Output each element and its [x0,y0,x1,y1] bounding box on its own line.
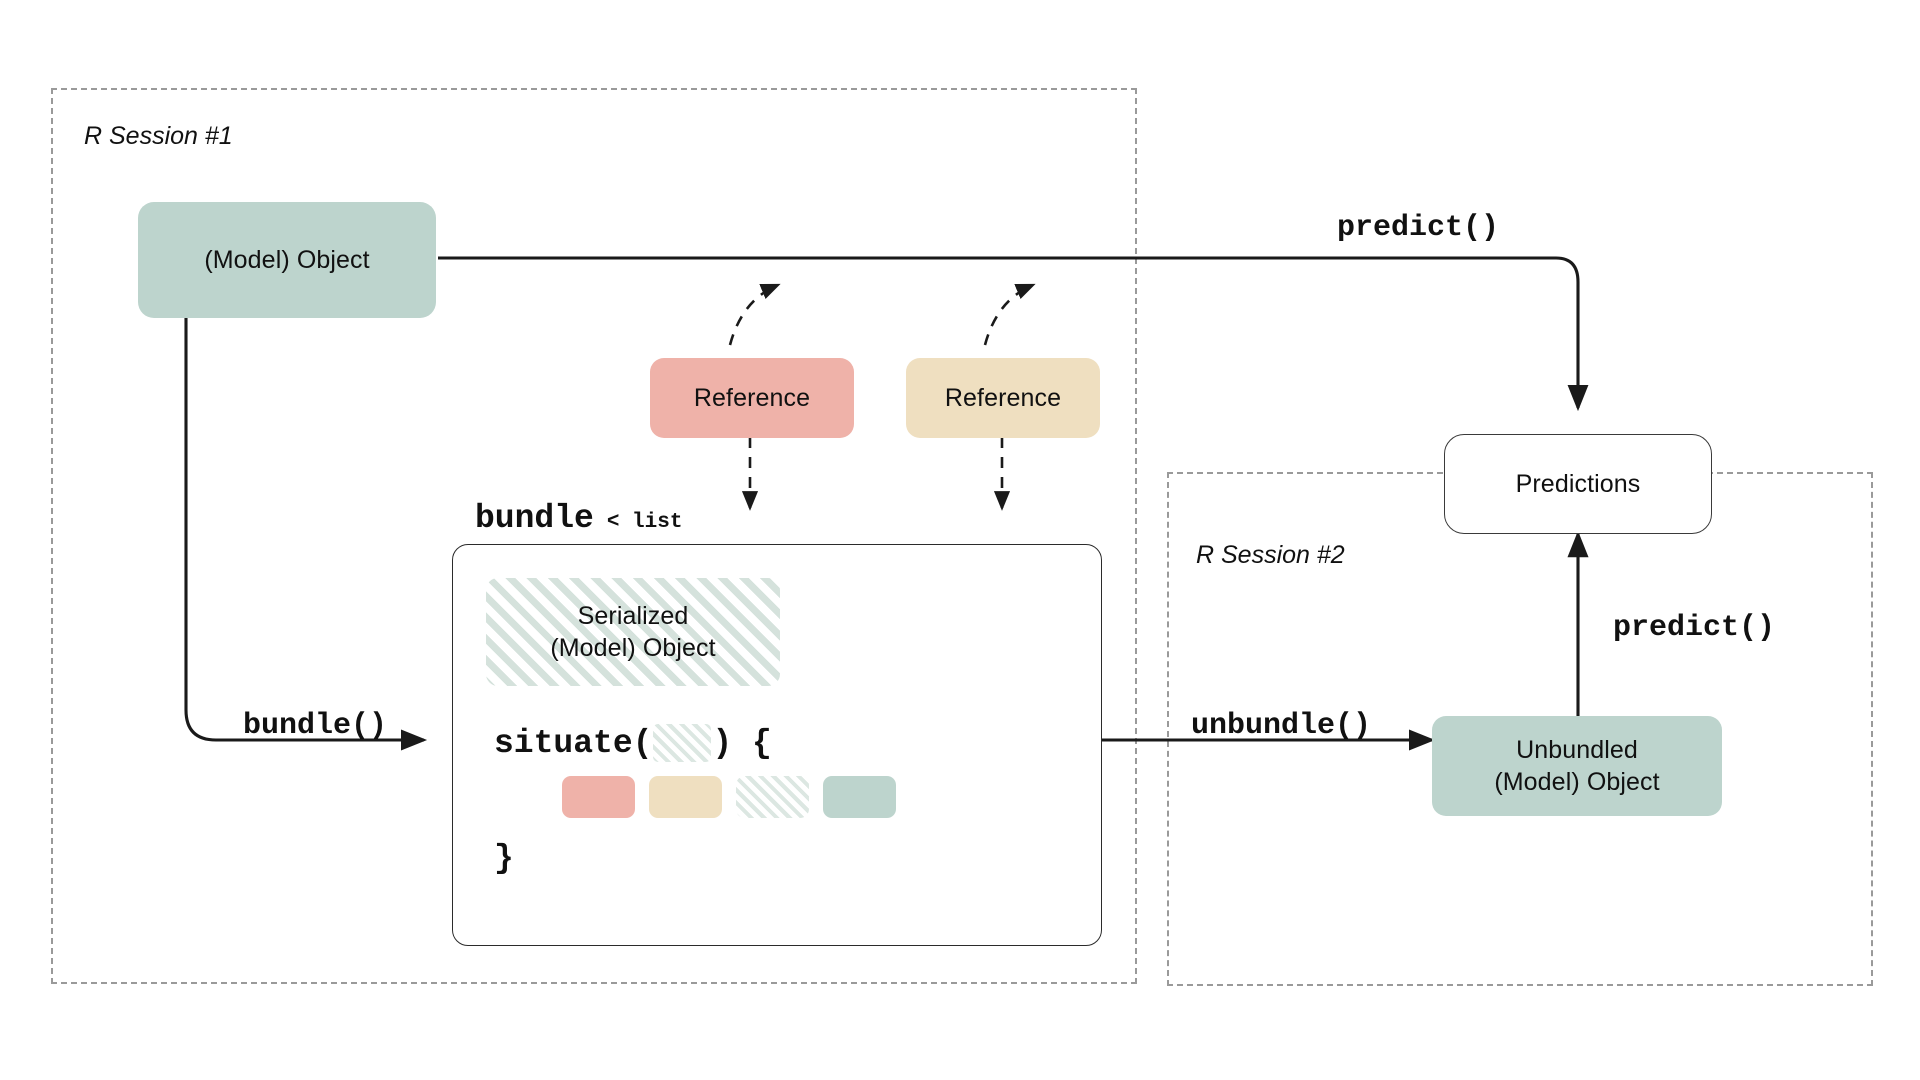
bundle-header-name: bundle [475,500,594,537]
node-serialized-object-line2: (Model) Object [550,634,716,662]
situate-chip-4[interactable] [823,776,896,818]
situate-chip-2[interactable] [649,776,722,818]
situate-argument-placeholder [653,724,712,762]
edge-bundle [184,318,428,751]
edge-label-predict-session2: predict() [1613,611,1776,645]
node-unbundled-object-line1: Unbundled [1516,736,1638,764]
node-reference-2[interactable]: Reference [906,358,1100,438]
bundle-header-suffix: < list [606,511,683,534]
node-predictions-label: Predictions [1515,470,1641,498]
node-reference-2-label: Reference [944,384,1062,412]
node-model-object[interactable]: (Model) Object [138,202,436,318]
node-reference-1-label: Reference [693,384,811,412]
node-serialized-object-line1: Serialized [577,602,689,630]
node-unbundled-object-line2: (Model) Object [1494,768,1660,796]
edge-label-bundle: bundle() [243,709,388,743]
edge-label-unbundle: unbundle() [1191,709,1372,743]
situate-close-brace: } [494,840,514,877]
edge-predict-session1 [438,256,1589,412]
node-reference-1[interactable]: Reference [650,358,854,438]
session-container-1 [51,88,1137,984]
session-1-title: R Session #1 [84,122,233,150]
situate-signature: situate( ) { [494,724,772,762]
node-serialized-object[interactable]: Serialized (Model) Object [486,578,780,686]
situate-chip-1[interactable] [562,776,635,818]
situate-suffix: ) { [712,724,772,762]
edge-ref1-into-model [728,283,781,346]
node-model-object-label: (Model) Object [204,246,370,274]
node-unbundled-object[interactable]: Unbundled (Model) Object [1432,716,1722,816]
bundle-header: bundle < list [475,500,682,537]
edge-label-predict-session1: predict() [1337,211,1500,245]
situate-prefix: situate( [494,724,653,762]
node-predictions[interactable]: Predictions [1444,434,1712,534]
edge-ref2-into-model [983,283,1036,346]
situate-chip-3[interactable] [736,776,809,818]
session-2-title: R Session #2 [1196,541,1345,569]
